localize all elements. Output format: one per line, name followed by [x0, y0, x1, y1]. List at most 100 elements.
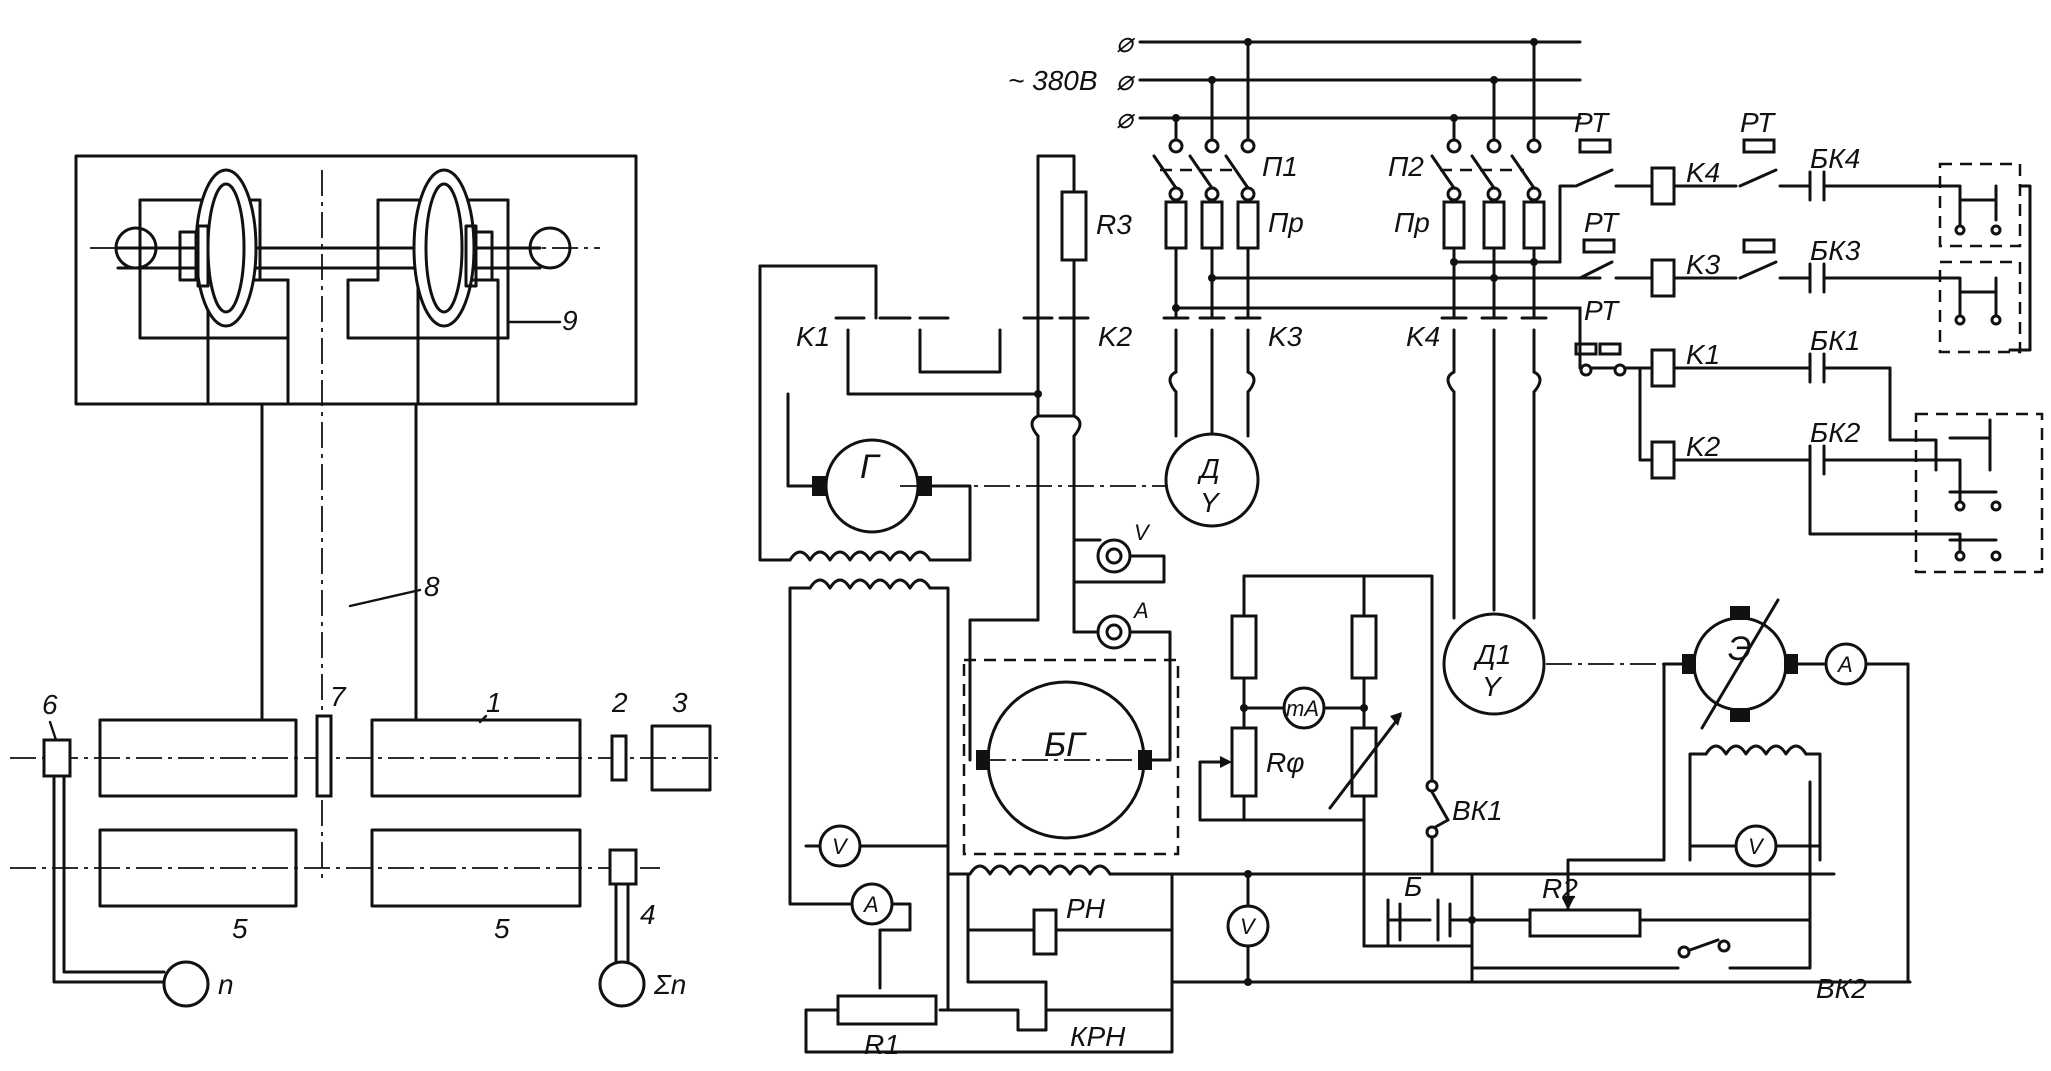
label-k3r: K3: [1686, 249, 1721, 280]
label-k2: K2: [1098, 321, 1133, 352]
label-5b: 5: [494, 913, 510, 944]
fuse-6: [1522, 200, 1546, 250]
label-gen: Г: [860, 448, 881, 486]
machine-5-right: [370, 828, 582, 908]
label-p2: П2: [1388, 151, 1424, 182]
label-7: 7: [330, 681, 347, 712]
bridge-resistor-2: [1350, 614, 1378, 680]
svg-text:⌀: ⌀: [1116, 27, 1136, 58]
ammeter-top: [1096, 614, 1132, 650]
switch-p1: [1152, 138, 1256, 202]
limit-switch-box-2: [1938, 260, 2022, 354]
label-8: 8: [424, 571, 440, 602]
label-k4r: K4: [1686, 157, 1720, 188]
coil-k2: [1650, 440, 1676, 480]
fuse-5: [1482, 200, 1506, 250]
switch-p2: [1430, 138, 1542, 202]
control-circuit: РТ K4 РТ БК4 РТ K3 БК3: [1558, 107, 2044, 574]
machine-left-upper: [98, 718, 298, 798]
label-bk1: БК1: [1810, 325, 1860, 356]
label-pr2: Пр: [1394, 207, 1430, 238]
label-battery: Б: [1404, 871, 1422, 902]
label-meter-a-left: A: [862, 892, 879, 917]
label-5a: 5: [232, 913, 248, 944]
label-rf: Rφ: [1266, 747, 1305, 778]
label-meter-v-left: V: [832, 834, 849, 859]
counter-n-label: n: [218, 969, 234, 1000]
label-k3: K3: [1268, 321, 1303, 352]
label-a-top: A: [1132, 598, 1149, 623]
label-bk2: БК2: [1810, 417, 1861, 448]
top-frame: [74, 154, 638, 406]
label-2: 2: [611, 687, 628, 718]
label-rn: РН: [1066, 893, 1106, 924]
label-1: 1: [486, 687, 502, 718]
supply-voltage: ~ 380В: [1008, 65, 1098, 96]
label-ma: mA: [1286, 696, 1319, 721]
resistor-r1: [836, 994, 938, 1026]
label-rt4: РТ: [1584, 295, 1620, 326]
label-r1: R1: [864, 1029, 900, 1060]
machine-1: [370, 718, 582, 798]
contactor-k4: [1440, 316, 1548, 394]
svg-text:⌀: ⌀: [1116, 65, 1136, 96]
label-motor-d-y: Y: [1200, 487, 1221, 518]
label-pr1: Пр: [1268, 207, 1304, 238]
label-bk3: БК3: [1810, 235, 1861, 266]
label-k2r: K2: [1686, 431, 1721, 462]
resistor-r2: [1528, 908, 1642, 938]
resistor-r3: [1060, 190, 1088, 262]
svg-text:⌀: ⌀: [1116, 103, 1136, 134]
element-3: [650, 724, 712, 792]
label-k1: K1: [796, 321, 830, 352]
motor-d1: [1442, 612, 1546, 716]
voltmeter-top: [1096, 538, 1132, 574]
right-housing: [346, 198, 510, 340]
label-k1r: K1: [1686, 339, 1720, 370]
fuse-4: [1442, 200, 1466, 250]
electrical-schematic: ~ 380В ⌀ ⌀ ⌀ П1 Пр: [758, 27, 2044, 1060]
label-rt2: РТ: [1740, 107, 1776, 138]
limit-switch-box-1: [1938, 162, 2022, 248]
element-2: [610, 734, 628, 782]
label-r3: R3: [1096, 209, 1132, 240]
label-v-top: V: [1134, 520, 1151, 545]
counter-n: [162, 960, 210, 1008]
label-e: Э: [1728, 630, 1752, 668]
machine-5-left: [98, 828, 298, 908]
resistor-rf: [1230, 726, 1258, 798]
label-vk1: ВК1: [1452, 795, 1503, 826]
label-rt1: РТ: [1574, 107, 1610, 138]
counter-sum-n: [598, 960, 646, 1008]
counter-4: [608, 848, 638, 886]
coil-k1: [1650, 348, 1676, 388]
label-meter-v-mid: V: [1240, 914, 1257, 939]
label-rt3: РТ: [1584, 207, 1620, 238]
label-6: 6: [42, 689, 58, 720]
label-bk4: БК4: [1810, 143, 1860, 174]
contactor-k3: [1162, 316, 1262, 394]
counter-6: [42, 738, 72, 778]
label-motor-d1-y: Y: [1482, 671, 1503, 702]
label-meter-v-right: V: [1748, 834, 1765, 859]
coupling-7: [315, 714, 333, 798]
label-meter-a-right: A: [1836, 652, 1853, 677]
relay-rn: [1032, 908, 1058, 956]
coil-k3: [1650, 258, 1676, 298]
label-p1: П1: [1262, 151, 1298, 182]
label-krn: КРН: [1070, 1021, 1126, 1052]
left-wheel: [194, 168, 258, 328]
motor-d: [1164, 432, 1260, 528]
label-9: 9: [562, 305, 578, 336]
label-motor-d: Д: [1197, 453, 1220, 484]
counter-sum-label: Σn: [653, 969, 686, 1000]
label-motor-d1: Д1: [1473, 639, 1511, 670]
fuse-1: [1164, 200, 1188, 250]
label-4: 4: [640, 899, 656, 930]
coil-k4: [1650, 166, 1676, 206]
label-k4: K4: [1406, 321, 1440, 352]
fuse-2: [1200, 200, 1224, 250]
bridge-resistor-1: [1230, 614, 1258, 680]
